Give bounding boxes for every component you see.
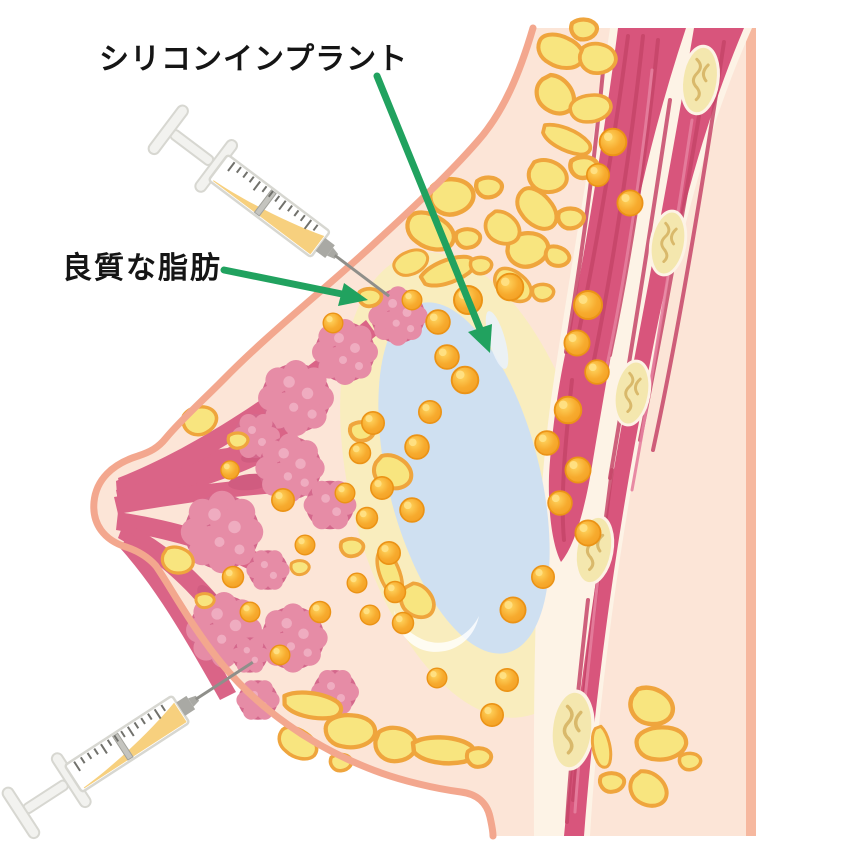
fat-droplet bbox=[294, 534, 316, 556]
fat-droplet bbox=[404, 434, 430, 460]
fat-droplet bbox=[598, 127, 628, 157]
implant-arrow bbox=[373, 72, 484, 333]
annotation-arrows bbox=[220, 72, 492, 353]
fat-lobule bbox=[558, 209, 584, 229]
fat-droplet bbox=[359, 604, 381, 626]
fat-droplet bbox=[534, 430, 560, 456]
fat-droplet bbox=[585, 163, 611, 187]
fat-droplet bbox=[401, 289, 423, 311]
fat-droplet bbox=[584, 359, 610, 385]
fat-lobule bbox=[476, 178, 502, 198]
fat-lobule bbox=[375, 728, 416, 761]
fat-lobule bbox=[571, 20, 597, 40]
fat-lobule bbox=[600, 773, 624, 792]
fat-droplet bbox=[322, 312, 344, 334]
fat-droplet bbox=[239, 601, 261, 623]
fat-droplet bbox=[369, 475, 395, 501]
fat-lobule bbox=[577, 41, 618, 76]
fat-arrow bbox=[220, 266, 346, 298]
fat-droplet bbox=[425, 309, 451, 335]
fat-droplet bbox=[574, 519, 602, 547]
fat-droplet bbox=[391, 611, 415, 635]
fat-droplet bbox=[547, 490, 573, 516]
fat-droplet bbox=[269, 644, 291, 666]
fat-lobule bbox=[289, 559, 311, 577]
fat-droplet bbox=[360, 410, 386, 436]
implant-label: シリコンインプラント bbox=[99, 43, 409, 76]
implant-arrowhead bbox=[468, 324, 492, 353]
fat-droplet bbox=[346, 572, 368, 594]
fat-droplet bbox=[564, 456, 592, 484]
fat-droplet bbox=[383, 580, 407, 604]
fat-droplet bbox=[530, 564, 556, 590]
fat-lobule bbox=[338, 536, 366, 559]
fat-droplet bbox=[553, 395, 583, 425]
fat-droplet bbox=[563, 329, 591, 357]
fat-droplet bbox=[479, 702, 505, 728]
fat-arrowhead bbox=[338, 283, 368, 306]
fat-lobule bbox=[456, 229, 480, 248]
fat-droplet bbox=[426, 667, 448, 689]
fat-lobule bbox=[226, 431, 250, 450]
fat-lobule bbox=[530, 282, 556, 303]
fat-droplet bbox=[616, 189, 644, 217]
fat-droplet bbox=[221, 565, 245, 589]
skin-outline bbox=[90, 24, 537, 840]
fat-droplet bbox=[417, 399, 443, 425]
fat-droplet bbox=[308, 600, 332, 624]
fat-droplet bbox=[270, 487, 296, 513]
fat-droplet bbox=[499, 596, 527, 624]
body-edge bbox=[746, 28, 756, 836]
implant-highlight bbox=[394, 610, 479, 652]
fat-lobule bbox=[194, 592, 216, 610]
fat-droplet bbox=[495, 272, 525, 302]
fat-lobule bbox=[467, 748, 491, 767]
pectoral-muscle bbox=[533, 28, 752, 836]
muscle-band bbox=[548, 28, 686, 562]
fat-lobule bbox=[468, 255, 494, 276]
fat-droplet bbox=[434, 344, 460, 370]
fat-droplet bbox=[494, 667, 520, 693]
fat-label: 良質な脂肪 bbox=[62, 252, 222, 285]
fat-droplet bbox=[348, 441, 372, 465]
fat-droplet bbox=[376, 540, 402, 566]
fat-lobule bbox=[677, 751, 703, 772]
fat-droplet bbox=[399, 497, 425, 523]
fat-droplet bbox=[573, 290, 603, 320]
fat-droplet bbox=[355, 506, 379, 530]
fat-droplet bbox=[334, 482, 356, 504]
fat-droplet bbox=[450, 365, 480, 395]
fat-droplet bbox=[220, 460, 240, 480]
